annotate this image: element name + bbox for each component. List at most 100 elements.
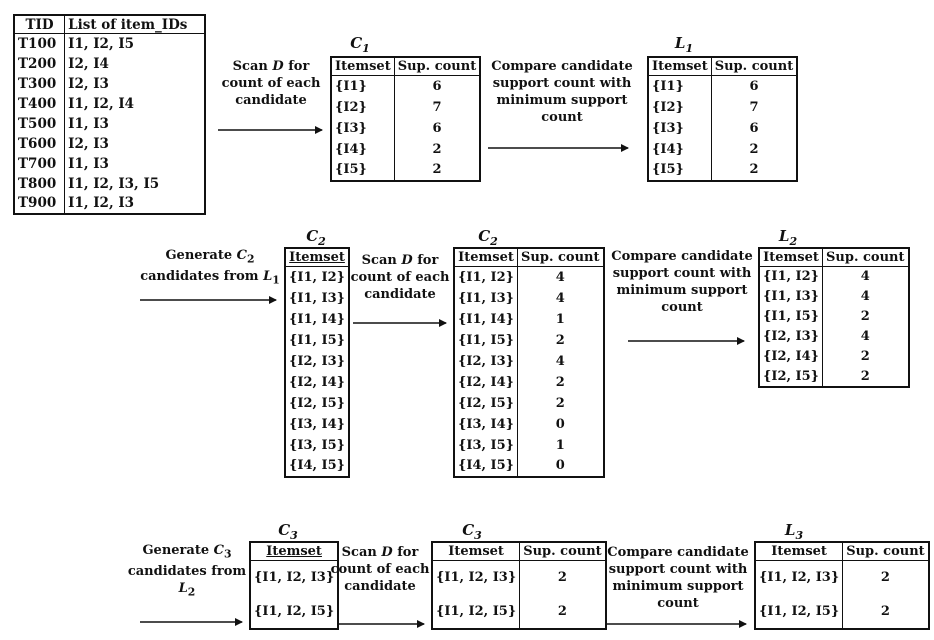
column-header-itemset: Itemset: [432, 542, 521, 561]
table-row: {I2, I4}: [285, 372, 349, 393]
label-line: minimum support: [612, 579, 744, 594]
itemset-cell: {I3, I5}: [289, 437, 346, 453]
label-line: count: [657, 596, 699, 611]
label-line: count of each: [330, 562, 430, 577]
count-cell: 2: [432, 162, 442, 177]
table-row: {I2, I5}2: [454, 392, 604, 414]
column-header-itemset: Itemset: [759, 248, 824, 267]
itemset-cell: {I1, I2, I5}: [755, 594, 844, 629]
itemset-cell: {I3, I4}: [289, 416, 346, 432]
count-cell: 2: [880, 570, 890, 586]
items-cell: I1, I3: [68, 115, 109, 132]
items-cell: I2, I3: [68, 135, 109, 152]
itemset-cell: {I1, I4}: [289, 311, 346, 327]
label-line: support count with: [612, 266, 752, 281]
count-cell: 2: [860, 349, 870, 364]
table-row: {I5}2: [331, 159, 480, 181]
itemset-cell: {I3, I5}: [454, 434, 519, 456]
count-cell: 7: [432, 99, 442, 115]
table-row: {I1, I5}: [285, 330, 349, 351]
count-cell: 2: [557, 570, 567, 586]
count-cell: 2: [432, 141, 442, 157]
label-scan-row1: Scan D for count of each candidate: [206, 58, 336, 109]
table-row: {I4}2: [648, 138, 797, 160]
label-line: count of each: [350, 270, 450, 285]
column-header-itemset: Itemset: [285, 248, 350, 267]
items-cell: I1, I2, I4: [68, 95, 135, 112]
label-scan-row2: Scan D for count of each candidate: [350, 252, 450, 303]
column-header-sup-count: Sup. count: [519, 542, 606, 561]
column-header-tid: TID: [14, 15, 66, 34]
caption-c3-candidates: C3: [278, 521, 298, 542]
table-header-row: TID List of item_IDs: [14, 15, 205, 34]
itemset-cell: {I3, I4}: [454, 413, 519, 435]
itemset-cell: {I1, I3}: [759, 286, 824, 307]
column-header-sup-count: Sup. count: [711, 57, 798, 76]
table-row: {I1, I2, I5}: [250, 595, 338, 629]
caption-l2: L2: [778, 227, 798, 248]
label-line: support count with: [492, 76, 632, 91]
table-row: {I1, I5}2: [759, 306, 909, 327]
table-row: {I1, I4}: [285, 309, 349, 330]
itemset-cell: {I1, I5}: [289, 332, 346, 348]
column-header-itemset: Itemset: [648, 57, 712, 76]
label-scan-row3: Scan D for count of each candidate: [326, 544, 434, 595]
label-line: L2: [178, 580, 196, 599]
column-header-items: List of item_IDs: [64, 15, 205, 34]
count-cell: 4: [555, 353, 565, 369]
items-cell: I1, I2, I3: [68, 195, 135, 211]
table-row: {I1, I3} 4: [759, 286, 909, 307]
itemset-cell: {I1, I2, I3}: [755, 560, 844, 595]
table-header-row: Itemset: [285, 248, 350, 267]
count-cell: 6: [749, 120, 759, 136]
itemset-cell: {I2, I4}: [759, 346, 824, 367]
itemset-cell: {I1}: [331, 75, 395, 97]
table-row: {I3, I4}0: [454, 413, 604, 435]
itemset-cell: {I2, I3}: [759, 326, 824, 347]
itemset-cell: {I2, I5}: [759, 366, 824, 387]
table-row: {I2, I3} 4: [454, 350, 604, 372]
column-header-itemset: Itemset: [454, 248, 519, 267]
itemset-cell: {I1, I4}: [454, 308, 519, 330]
table-row: {I1}6: [648, 75, 797, 97]
itemset-cell: {I3}: [648, 117, 712, 139]
table-row: {I3}6: [331, 117, 480, 139]
label-line: count of each: [221, 76, 321, 91]
count-cell: 4: [860, 329, 870, 344]
table-row: {I1}6: [331, 75, 480, 97]
itemset-cell: {I2, I3}: [454, 350, 519, 372]
column-header-sup-count: Sup. count: [394, 57, 481, 76]
count-cell: 0: [555, 458, 565, 473]
itemset-cell: {I1}: [648, 75, 712, 97]
table-row: {I3, I5} 1: [454, 434, 604, 456]
table-row: {I2, I5}2: [759, 366, 909, 387]
caption-c3-counts: C3: [462, 521, 482, 542]
label-compare-row3: Compare candidate support count with min…: [602, 544, 754, 612]
itemset-cell: {I2, I5}: [454, 392, 519, 414]
label-line: candidate: [344, 579, 416, 594]
label-line: candidates from L1: [140, 268, 280, 287]
table-row: {I3} 6: [648, 117, 797, 139]
candidate-3-itemset-list: Itemset{I1, I2, I3}{I1, I2, I5}: [249, 541, 340, 630]
itemset-cell: {I1, I3}: [454, 287, 519, 309]
count-cell: 4: [860, 289, 870, 304]
count-cell: 2: [860, 309, 870, 324]
table-row: {I1, I2}4: [454, 266, 604, 288]
label-line: minimum support: [616, 283, 748, 298]
table-row: {I1, I2, I3} 2: [755, 560, 929, 595]
label-line: Scan D for: [232, 59, 310, 74]
itemset-cell: {I3}: [331, 117, 395, 139]
label-line: support count with: [608, 562, 748, 577]
count-cell: 1: [555, 437, 565, 453]
label-line: count: [541, 110, 583, 125]
